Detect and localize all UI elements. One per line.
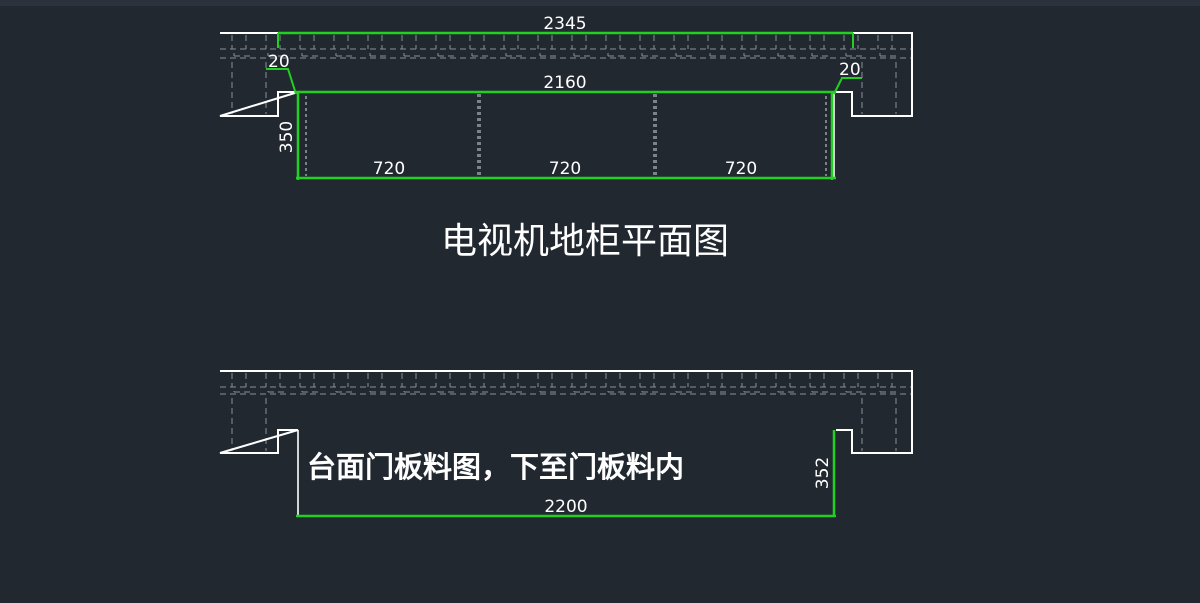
dim-right-gap-label: 20 (839, 60, 861, 80)
bay-width-label: 720 (725, 159, 757, 179)
bay-width-label: 720 (549, 159, 581, 179)
bay-width-label: 720 (373, 159, 405, 179)
door-panel-view: 台面门板料图，下至门板料内 2200 352 (219, 370, 913, 518)
plan-title: 电视机地柜平面图 (441, 221, 729, 262)
dim-left-gap-label: 20 (268, 52, 290, 72)
dim-inner-label: 2160 (543, 73, 586, 93)
dim-width-label: 2200 (544, 497, 587, 517)
panel-note: 台面门板料图，下至门板料内 (307, 450, 684, 484)
leader-right-gap (833, 77, 862, 95)
panel-wall-outline (219, 370, 913, 454)
plan-wall-hatch (220, 35, 912, 114)
top-strip (0, 0, 1200, 6)
plan-view: 2345 2160 20 20 350 720 720 720 电视机地柜平面图 (219, 14, 913, 262)
leader-left-gap (266, 68, 297, 95)
dim-total-label: 2345 (543, 14, 586, 34)
dim-height-label: 352 (813, 457, 833, 489)
panel-wall-hatch (220, 373, 912, 451)
dim-depth-label: 350 (277, 121, 297, 153)
